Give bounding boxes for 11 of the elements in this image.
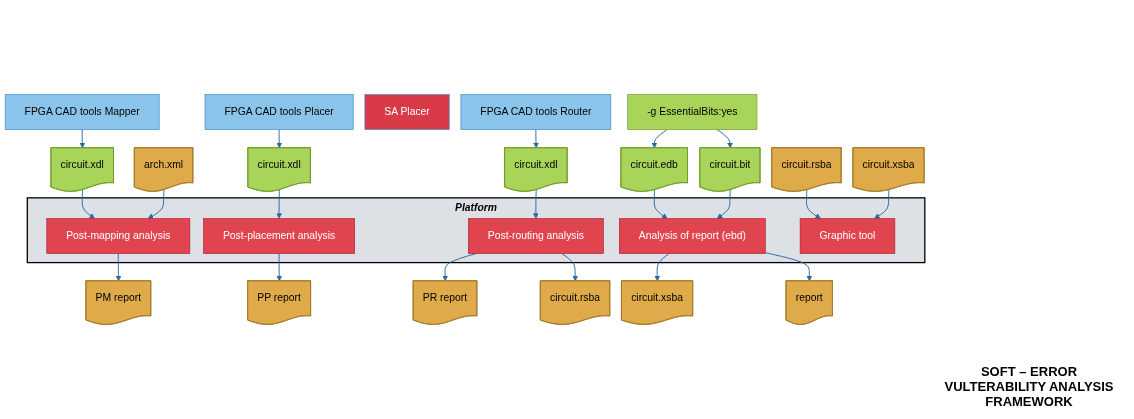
node-box: Post-mapping analysis (46, 218, 191, 254)
node-box: FPGA CAD tools Placer (204, 94, 354, 130)
node-box: Graphic tool (799, 218, 896, 254)
node-box: SA Placer (364, 94, 450, 130)
framework-caption: SOFT – ERROR VULTERABILITY ANALYSIS FRAMEWORK (943, 364, 1115, 409)
node-box: FPGA CAD tools Mapper (4, 94, 160, 130)
node-box: Post-placement analysis (203, 218, 355, 254)
node-box: FPGA CAD tools Router (460, 94, 612, 130)
node-box: Post-routing analysis (468, 218, 604, 254)
node-box: -g EssentialBits:yes (627, 94, 758, 130)
node-box: Analysis of report (ebd) (619, 218, 766, 254)
